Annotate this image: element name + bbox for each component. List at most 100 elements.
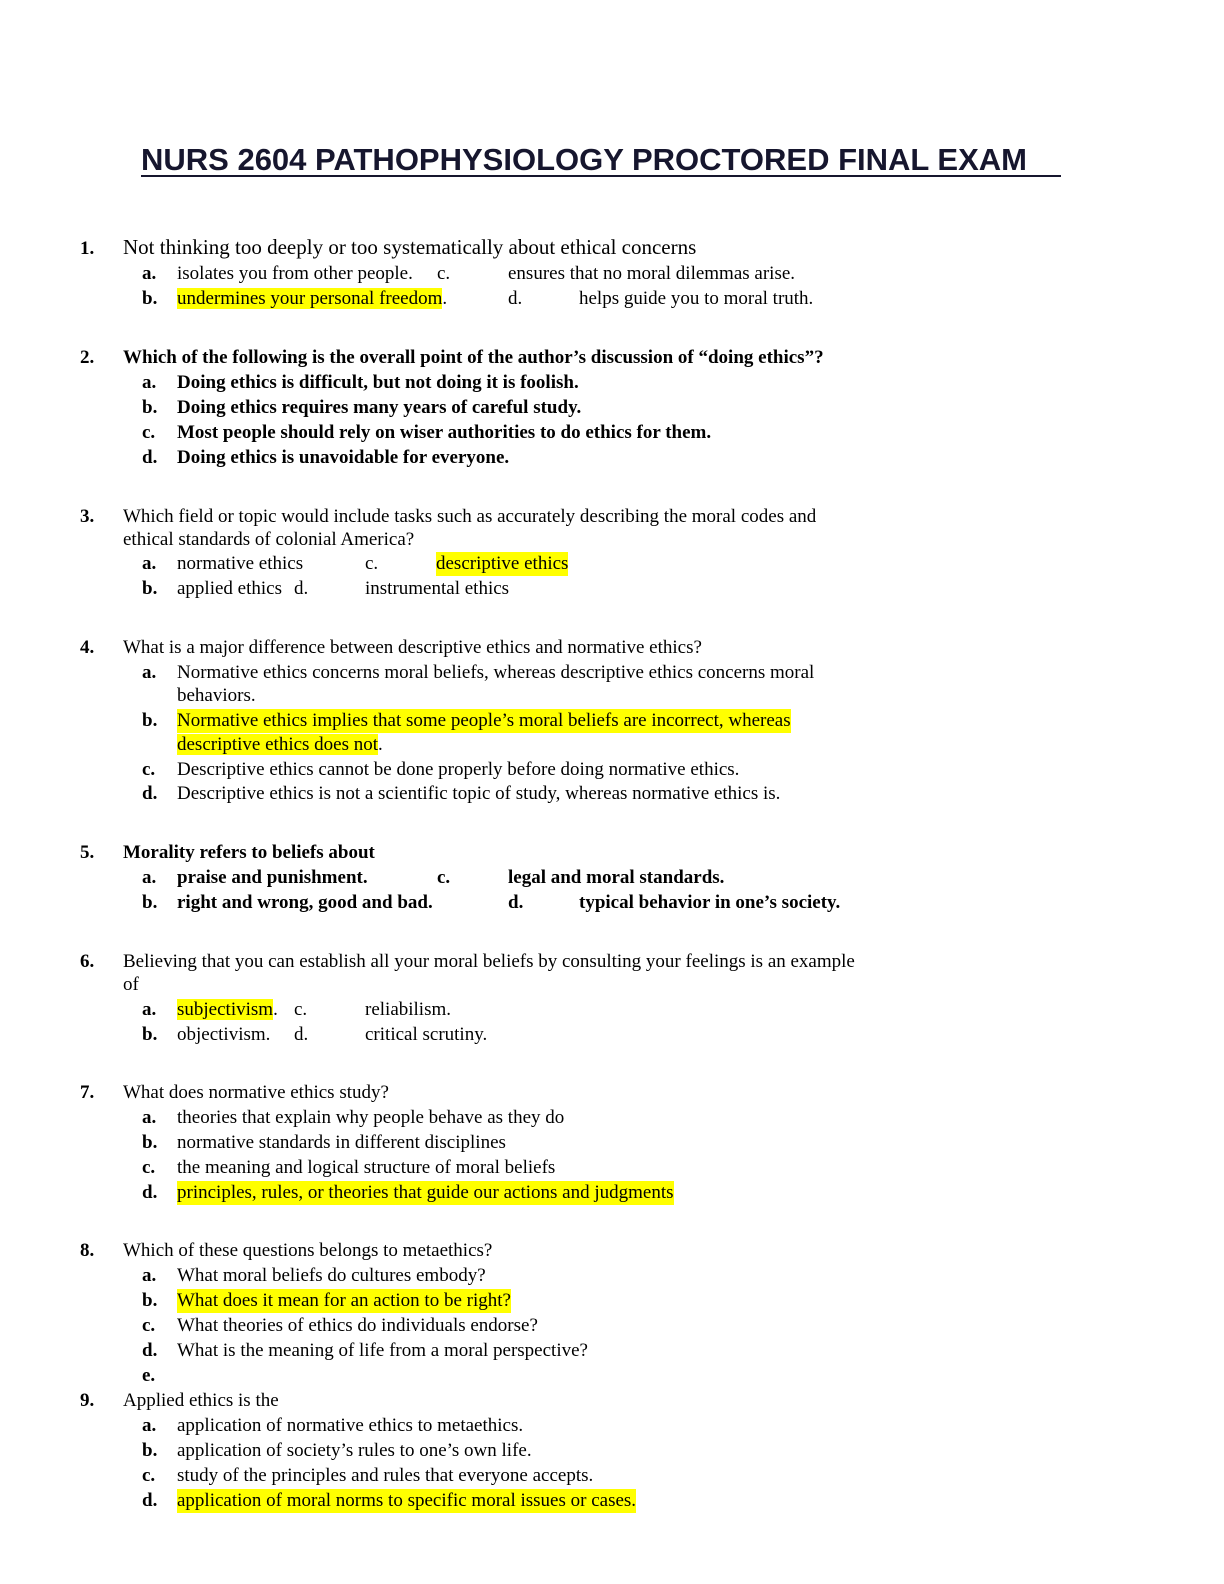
option-letter: d. [294, 1024, 309, 1045]
option-text: Doing ethics is unavoidable for everyone… [177, 447, 510, 468]
option-letter: a. [142, 553, 157, 574]
question-prompt: of [123, 974, 139, 995]
option-text: Most people should rely on wiser authori… [177, 422, 712, 443]
punctuation: . [273, 999, 278, 1020]
option-text-answer: undermines your personal freedom. [177, 287, 447, 311]
option-text: What moral beliefs do cultures embody? [177, 1265, 486, 1286]
option-letter: d. [508, 892, 524, 913]
option-text-answer: descriptive ethics does not. [177, 733, 383, 757]
question-prompt: ethical standards of colonial America? [123, 529, 415, 550]
option-letter: d. [142, 1182, 158, 1203]
answer-highlight: descriptive ethics does not [177, 734, 379, 755]
question-number: 2. [80, 347, 95, 368]
option-text-answer: subjectivism. [177, 998, 278, 1022]
option-text: Normative ethics concerns moral beliefs,… [177, 662, 815, 683]
punctuation: . [378, 734, 383, 755]
question-number: 4. [80, 637, 95, 658]
option-letter: d. [142, 447, 158, 468]
question-number: 8. [80, 1240, 95, 1261]
option-letter: d. [294, 578, 309, 599]
option-letter: b. [142, 397, 158, 418]
option-text: normative standards in different discipl… [177, 1132, 506, 1153]
answer-highlight: undermines your personal freedom [177, 288, 443, 309]
option-text: the meaning and logical structure of mor… [177, 1157, 556, 1178]
option-text: right and wrong, good and bad. [177, 892, 433, 913]
option-letter: d. [142, 1340, 158, 1361]
question-number: 6. [80, 951, 95, 972]
option-text: Descriptive ethics cannot be done proper… [177, 759, 740, 780]
question-prompt: Which of these questions belongs to meta… [123, 1240, 493, 1261]
question-prompt: What is a major difference between descr… [123, 637, 702, 658]
option-text: critical scrutiny. [365, 1024, 488, 1045]
question-prompt: Believing that you can establish all you… [123, 951, 855, 972]
option-text: normative ethics [177, 553, 304, 574]
option-text: applied ethics [177, 578, 282, 599]
question-prompt: Which of the following is the overall po… [123, 347, 824, 368]
option-text: objectivism. [177, 1024, 271, 1045]
option-letter: a. [142, 662, 157, 683]
answer-highlight: subjectivism [177, 999, 274, 1020]
option-text: helps guide you to moral truth. [579, 288, 814, 309]
question-number: 9. [80, 1390, 95, 1411]
option-text: What theories of ethics do individuals e… [177, 1315, 538, 1336]
option-text: instrumental ethics [365, 578, 510, 599]
option-letter: b. [142, 578, 158, 599]
punctuation: . [442, 288, 448, 309]
option-letter: a. [142, 1415, 157, 1436]
option-letter: d. [142, 783, 158, 804]
option-letter: a. [142, 1107, 157, 1128]
question-number: 7. [80, 1082, 95, 1103]
option-letter: c. [142, 1465, 156, 1486]
question-prompt: Which field or topic would include tasks… [123, 506, 817, 527]
option-letter: b. [142, 1290, 158, 1311]
option-letter: d. [508, 288, 523, 309]
option-letter: b. [142, 1024, 158, 1045]
question-prompt: Applied ethics is the [123, 1390, 279, 1411]
option-text: legal and moral standards. [508, 867, 725, 888]
option-letter: c. [142, 1157, 156, 1178]
option-text: Doing ethics requires many years of care… [177, 397, 582, 418]
option-letter: c. [365, 553, 379, 574]
option-letter: c. [437, 263, 451, 284]
option-letter: a. [142, 999, 157, 1020]
option-text: Descriptive ethics is not a scientific t… [177, 783, 781, 804]
option-letter: b. [142, 1440, 158, 1461]
option-letter: a. [142, 1265, 157, 1286]
title-underline [141, 175, 1061, 177]
option-text: ensures that no moral dilemmas arise. [508, 263, 796, 284]
option-letter: b. [142, 892, 158, 913]
option-letter: a. [142, 263, 157, 284]
option-text-answer: application of moral norms to specific m… [177, 1489, 637, 1513]
option-text: Doing ethics is difficult, but not doing… [177, 372, 579, 393]
option-text-answer: Normative ethics implies that some peopl… [177, 709, 791, 733]
option-letter: c. [142, 759, 156, 780]
option-letter: b. [142, 710, 158, 731]
option-letter: c. [294, 999, 308, 1020]
option-letter: a. [142, 867, 157, 888]
question-number: 5. [80, 842, 95, 863]
question-number: 3. [80, 506, 95, 527]
option-letter: c. [142, 1315, 156, 1336]
page-title: NURS 2604 PATHOPHYSIOLOGY PROCTORED FINA… [141, 142, 1027, 177]
option-text: isolates you from other people. [177, 263, 413, 284]
option-text: study of the principles and rules that e… [177, 1465, 594, 1486]
option-text: praise and punishment. [177, 867, 368, 888]
option-letter: b. [142, 1132, 158, 1153]
option-letter: a. [142, 372, 157, 393]
option-letter: c. [437, 867, 451, 888]
option-text: What is the meaning of life from a moral… [177, 1340, 588, 1361]
question-prompt: Not thinking too deeply or too systemati… [123, 235, 697, 259]
option-letter: b. [142, 288, 158, 309]
option-text: reliabilism. [365, 999, 452, 1020]
option-text-answer: principles, rules, or theories that guid… [177, 1181, 674, 1205]
option-text: behaviors. [177, 685, 256, 706]
option-text: application of normative ethics to metae… [177, 1415, 524, 1436]
option-text: theories that explain why people behave … [177, 1107, 565, 1128]
option-text: application of society’s rules to one’s … [177, 1440, 532, 1461]
question-prompt: What does normative ethics study? [123, 1082, 389, 1103]
question-number: 1. [80, 238, 95, 259]
option-letter: c. [142, 422, 156, 443]
option-text-answer: What does it mean for an action to be ri… [177, 1289, 511, 1313]
option-letter: e. [142, 1365, 156, 1386]
question-prompt: Morality refers to beliefs about [123, 842, 375, 863]
